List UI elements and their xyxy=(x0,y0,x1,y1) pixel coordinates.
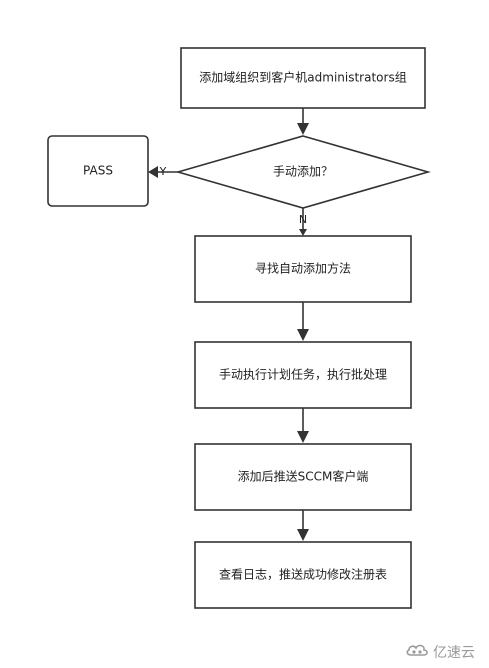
arrowhead-to-sccm xyxy=(297,431,309,443)
node-add-group xyxy=(180,47,426,109)
node-check-log xyxy=(194,541,412,609)
node-find-auto xyxy=(194,235,412,303)
edge-no-label: N xyxy=(299,213,307,226)
arrowhead-to-log xyxy=(297,529,309,541)
cloud-logo-icon xyxy=(405,642,429,662)
node-find-auto-label: 寻找自动添加方法 xyxy=(255,261,351,276)
node-manual-task-label: 手动执行计划任务，执行批处理 xyxy=(219,367,387,382)
node-manual-task xyxy=(194,341,412,409)
node-check-log-label: 查看日志，推送成功修改注册表 xyxy=(219,567,387,582)
arrowhead-to-manual xyxy=(297,329,309,341)
arrowhead-to-pass xyxy=(148,166,158,178)
watermark-text: 亿速云 xyxy=(433,645,475,661)
node-push-sccm-label: 添加后推送SCCM客户端 xyxy=(238,469,369,484)
arrowhead-to-decision xyxy=(297,123,309,135)
node-add-group-label: 添加域组织到客户机administrators组 xyxy=(199,70,406,85)
edge-yes-label: Y xyxy=(159,165,167,178)
arrowhead-to-find xyxy=(299,229,307,236)
node-pass-label: PASS xyxy=(83,164,113,178)
watermark: 亿速云 xyxy=(405,642,475,662)
node-push-sccm xyxy=(194,443,412,511)
node-decision-label: 手动添加？ xyxy=(273,165,333,179)
node-pass xyxy=(47,135,149,207)
